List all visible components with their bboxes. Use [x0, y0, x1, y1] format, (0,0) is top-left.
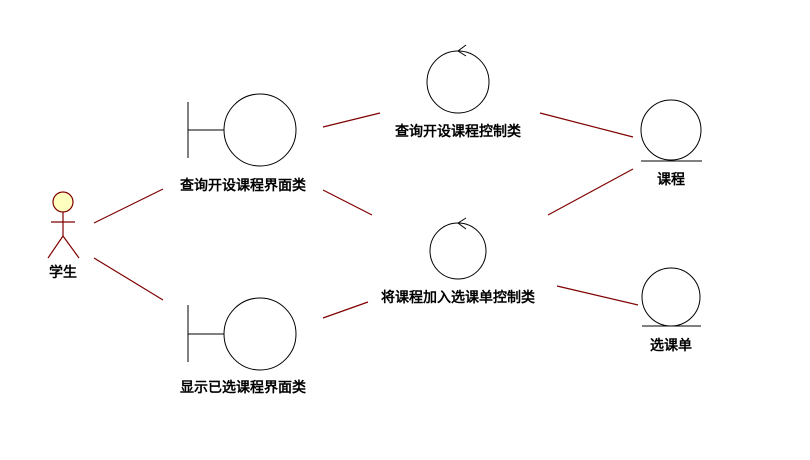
- entity-label: 选课单: [650, 337, 692, 354]
- association-query-control-course[interactable]: [539, 112, 634, 138]
- association-add-control-selection[interactable]: [556, 285, 639, 306]
- association-add-control-course[interactable]: [547, 168, 634, 216]
- control-add-course-to-selection[interactable]: 将课程加入选课单控制类: [381, 217, 536, 306]
- actor-body: [47, 212, 80, 259]
- control-icon-circle: [426, 50, 490, 114]
- actor-student[interactable]: 学生: [47, 191, 80, 281]
- association-selected-ui-add-control[interactable]: [322, 301, 369, 319]
- actor-head: [52, 191, 74, 213]
- entity-label: 课程: [657, 172, 685, 188]
- control-icon-circle: [429, 222, 487, 280]
- boundary-icon-circle: [223, 93, 297, 167]
- associations: [93, 112, 639, 319]
- control-query-course[interactable]: 查询开设课程控制类: [395, 44, 522, 140]
- association-query-ui-add-control[interactable]: [322, 189, 373, 216]
- boundary-query-course-ui[interactable]: 查询开设课程界面类: [180, 93, 307, 194]
- boundary-label: 查询开设课程界面类: [180, 177, 307, 194]
- entity-course-selection[interactable]: 选课单: [641, 267, 701, 354]
- entity-icon-circle: [641, 267, 701, 327]
- association-student-selected-ui[interactable]: [93, 257, 164, 301]
- control-label: 将课程加入选课单控制类: [381, 289, 536, 306]
- entity-course[interactable]: 课程: [640, 99, 702, 188]
- actor-label: 学生: [49, 264, 77, 281]
- boundary-label: 显示已选课程界面类: [180, 379, 307, 396]
- boundary-selected-course-ui[interactable]: 显示已选课程界面类: [180, 297, 307, 396]
- boundary-icon-circle: [223, 297, 297, 371]
- entity-icon-circle: [640, 99, 702, 161]
- control-arrow-icon: [457, 217, 467, 230]
- control-label: 查询开设课程控制类: [395, 123, 522, 140]
- association-query-ui-query-control[interactable]: [322, 112, 381, 128]
- control-arrow-icon: [457, 44, 467, 57]
- association-student-query-ui[interactable]: [93, 188, 164, 224]
